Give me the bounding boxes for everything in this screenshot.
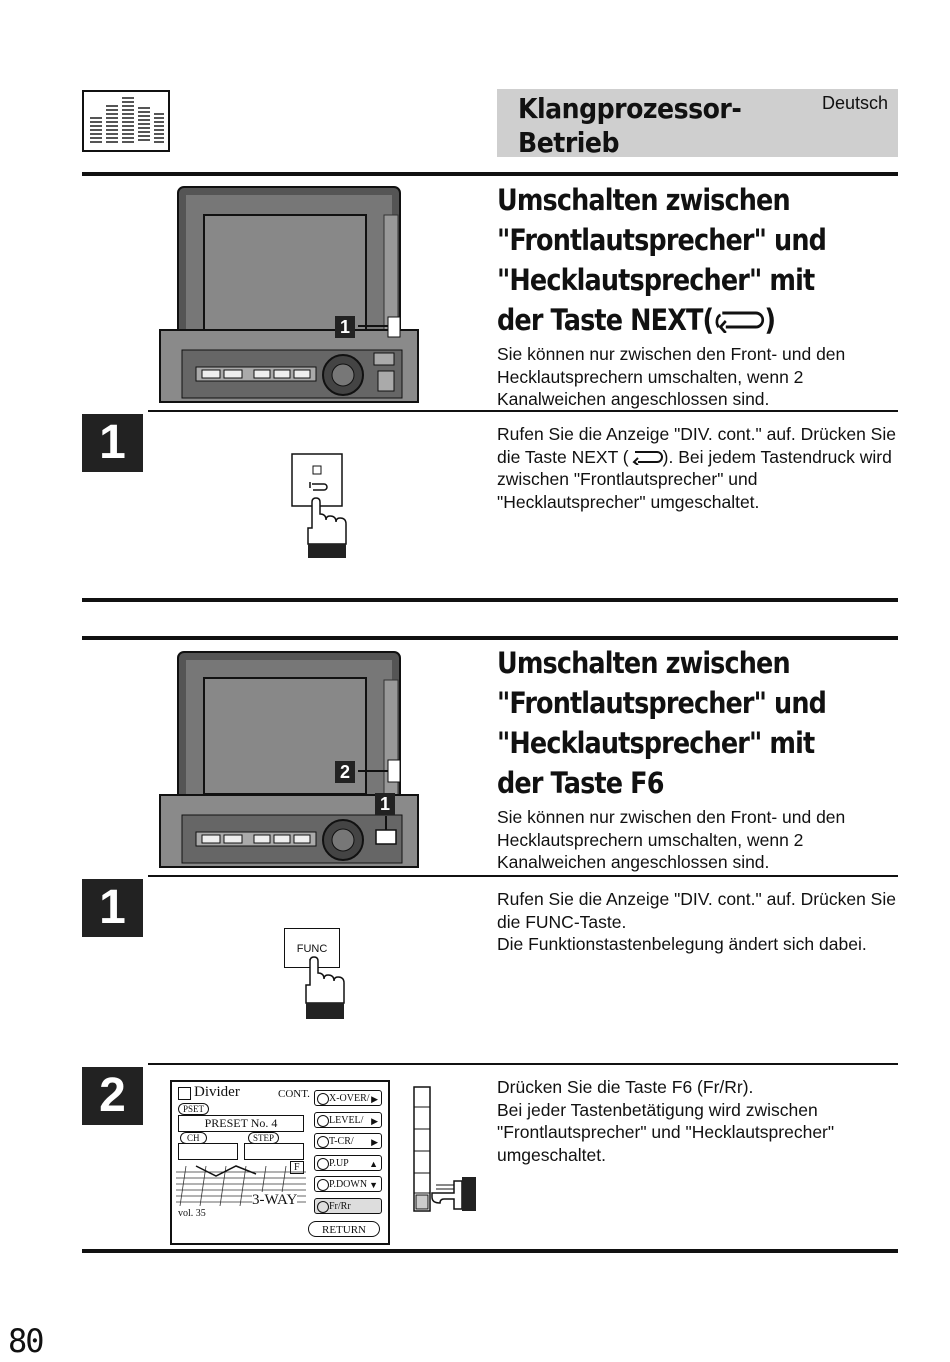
up-triangle-icon: ▲: [369, 1159, 378, 1169]
divider-title: Divider: [194, 1084, 240, 1100]
section2-top-rule: [82, 636, 898, 640]
section1-step-rule: [148, 410, 898, 412]
pset-label: PSET: [178, 1103, 210, 1115]
p-down-button[interactable]: P.DOWN▼: [314, 1176, 382, 1192]
right-triangle-icon: ▶: [371, 1094, 378, 1104]
x-over-dot-icon: [317, 1093, 329, 1105]
section2-step2-text-line1: Drücken Sie die Taste F6 (Fr/Rr).: [497, 1077, 754, 1097]
t-cr-button[interactable]: T-CR/ ▶: [314, 1133, 382, 1149]
section1-heading: Umschalten zwischen "Frontlautsprecher" …: [497, 180, 827, 340]
down-triangle-icon: ▼: [369, 1180, 378, 1190]
page-title-line2: Betrieb: [518, 126, 620, 159]
callout-2: 2: [335, 761, 355, 783]
callout-1: 1: [335, 316, 355, 338]
section2-step1-text-line1: Rufen Sie die Anzeige "DIV. cont." auf. …: [497, 889, 896, 932]
return-label: RETURN: [322, 1224, 366, 1236]
callout-1b: 1: [375, 793, 395, 815]
page-title-line1: Klangprozessor-: [518, 92, 742, 125]
speaker-grid-icon: [176, 1165, 306, 1207]
section2-end-rule: [82, 1249, 898, 1253]
right-triangle-icon: ▶: [371, 1137, 378, 1147]
section1-heading-line3: "Hecklautsprecher" mit: [497, 263, 815, 297]
section2-step1-text: Rufen Sie die Anzeige "DIV. cont." auf. …: [497, 888, 902, 956]
section2-heading-line2: "Frontlautsprecher" und: [497, 686, 827, 720]
header-band: [497, 89, 898, 157]
section1-intro: Sie können nur zwischen den Front- und d…: [497, 344, 846, 409]
preset-field: PRESET No. 4: [178, 1115, 304, 1132]
level-dot-icon: [317, 1115, 329, 1127]
level-label: LEVEL/: [329, 1115, 364, 1126]
right-triangle-icon: ▶: [371, 1116, 378, 1126]
section2-step2-badge: 2: [82, 1067, 143, 1125]
fr-rr-dot-icon: [317, 1201, 329, 1213]
divider-checkbox-icon: [178, 1087, 191, 1100]
section1-step1-text: Rufen Sie die Anzeige "DIV. cont." auf. …: [497, 423, 902, 513]
section2-intro: Sie können nur zwischen den Front- und d…: [497, 807, 846, 872]
next-icon: [715, 311, 764, 335]
section2-step1-rule: [148, 875, 898, 877]
p-up-dot-icon: [317, 1158, 329, 1170]
section1-step1-badge: 1: [82, 414, 143, 472]
three-way-label: 3-WAY: [252, 1192, 298, 1209]
step-field: [244, 1143, 304, 1160]
language-label: Deutsch: [822, 93, 889, 113]
fr-rr-button[interactable]: Fr/Rr: [314, 1198, 382, 1214]
preset-value: PRESET No. 4: [204, 1116, 278, 1130]
section1-heading-line2: "Frontlautsprecher" und: [497, 223, 827, 257]
level-button[interactable]: LEVEL/ ▶: [314, 1112, 382, 1128]
p-down-dot-icon: [317, 1179, 329, 1191]
press-next-button-illustration: [291, 453, 347, 558]
x-over-button[interactable]: X-OVER/▶: [314, 1090, 382, 1106]
section2-step2-text-line2: Bei jeder Tastenbetätigung wird zwischen…: [497, 1099, 835, 1165]
section1-end-rule: [82, 598, 898, 602]
section1-step1-text-b: ). Bei jedem Tastendruck wird zwischen "…: [497, 446, 892, 512]
divider-screen: Divider CONT. PSET PRESET No. 4 CH STEP …: [170, 1080, 390, 1245]
head-unit-illustration-2: [159, 651, 419, 868]
t-cr-dot-icon: [317, 1136, 329, 1148]
f-label: F: [290, 1161, 304, 1174]
page-number: 80: [8, 1322, 45, 1360]
press-func-hand-icon: [305, 956, 345, 1019]
side-buttons-illustration: [413, 1086, 476, 1212]
page-title: Klangprozessor- Betrieb: [518, 92, 742, 160]
section2-step2-text: Drücken Sie die Taste F6 (Fr/Rr). Bei je…: [497, 1076, 902, 1166]
section1-heading-line4-text: der Taste NEXT(: [497, 303, 714, 337]
section2-heading-line4: der Taste F6: [497, 766, 664, 800]
section1-heading-line4: der Taste NEXT(): [497, 300, 826, 340]
cont-label: CONT.: [278, 1088, 310, 1100]
p-up-button[interactable]: P.UP ▲: [314, 1155, 382, 1171]
section2-step1-badge: 1: [82, 879, 143, 937]
return-button[interactable]: RETURN: [308, 1221, 380, 1237]
equalizer-logo-icon: [82, 90, 170, 152]
p-down-label: P.DOWN: [329, 1179, 368, 1190]
section2-heading-line3: "Hecklautsprecher" mit: [497, 726, 815, 760]
head-unit-illustration-1: [159, 186, 419, 403]
section2-step1-text-line2: Die Funktionstastenbelegung ändert sich …: [497, 934, 867, 954]
header-rule: [82, 172, 898, 176]
t-cr-label: T-CR/: [329, 1136, 354, 1147]
vol-label: vol. 35: [178, 1208, 206, 1219]
func-button-label: FUNC: [296, 943, 328, 955]
next-icon-small: [632, 450, 663, 466]
ch-field: [178, 1143, 238, 1160]
section1-step1-text-a: Rufen Sie die Anzeige "DIV. cont." auf. …: [497, 424, 896, 467]
section2-step2-rule: [148, 1063, 898, 1065]
section1-heading-line4-end: ): [764, 303, 776, 337]
section1-heading-line1: Umschalten zwischen: [497, 183, 791, 217]
section2-heading-line1: Umschalten zwischen: [497, 646, 791, 680]
x-over-label: X-OVER/: [329, 1093, 370, 1104]
p-up-label: P.UP: [329, 1158, 349, 1169]
fr-rr-label: Fr/Rr: [329, 1201, 351, 1212]
section2-heading: Umschalten zwischen "Frontlautsprecher" …: [497, 643, 827, 803]
